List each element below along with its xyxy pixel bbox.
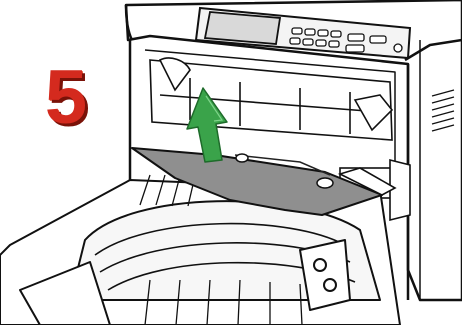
- step-number: 5: [36, 58, 96, 138]
- touch-screen-icon: [205, 12, 280, 44]
